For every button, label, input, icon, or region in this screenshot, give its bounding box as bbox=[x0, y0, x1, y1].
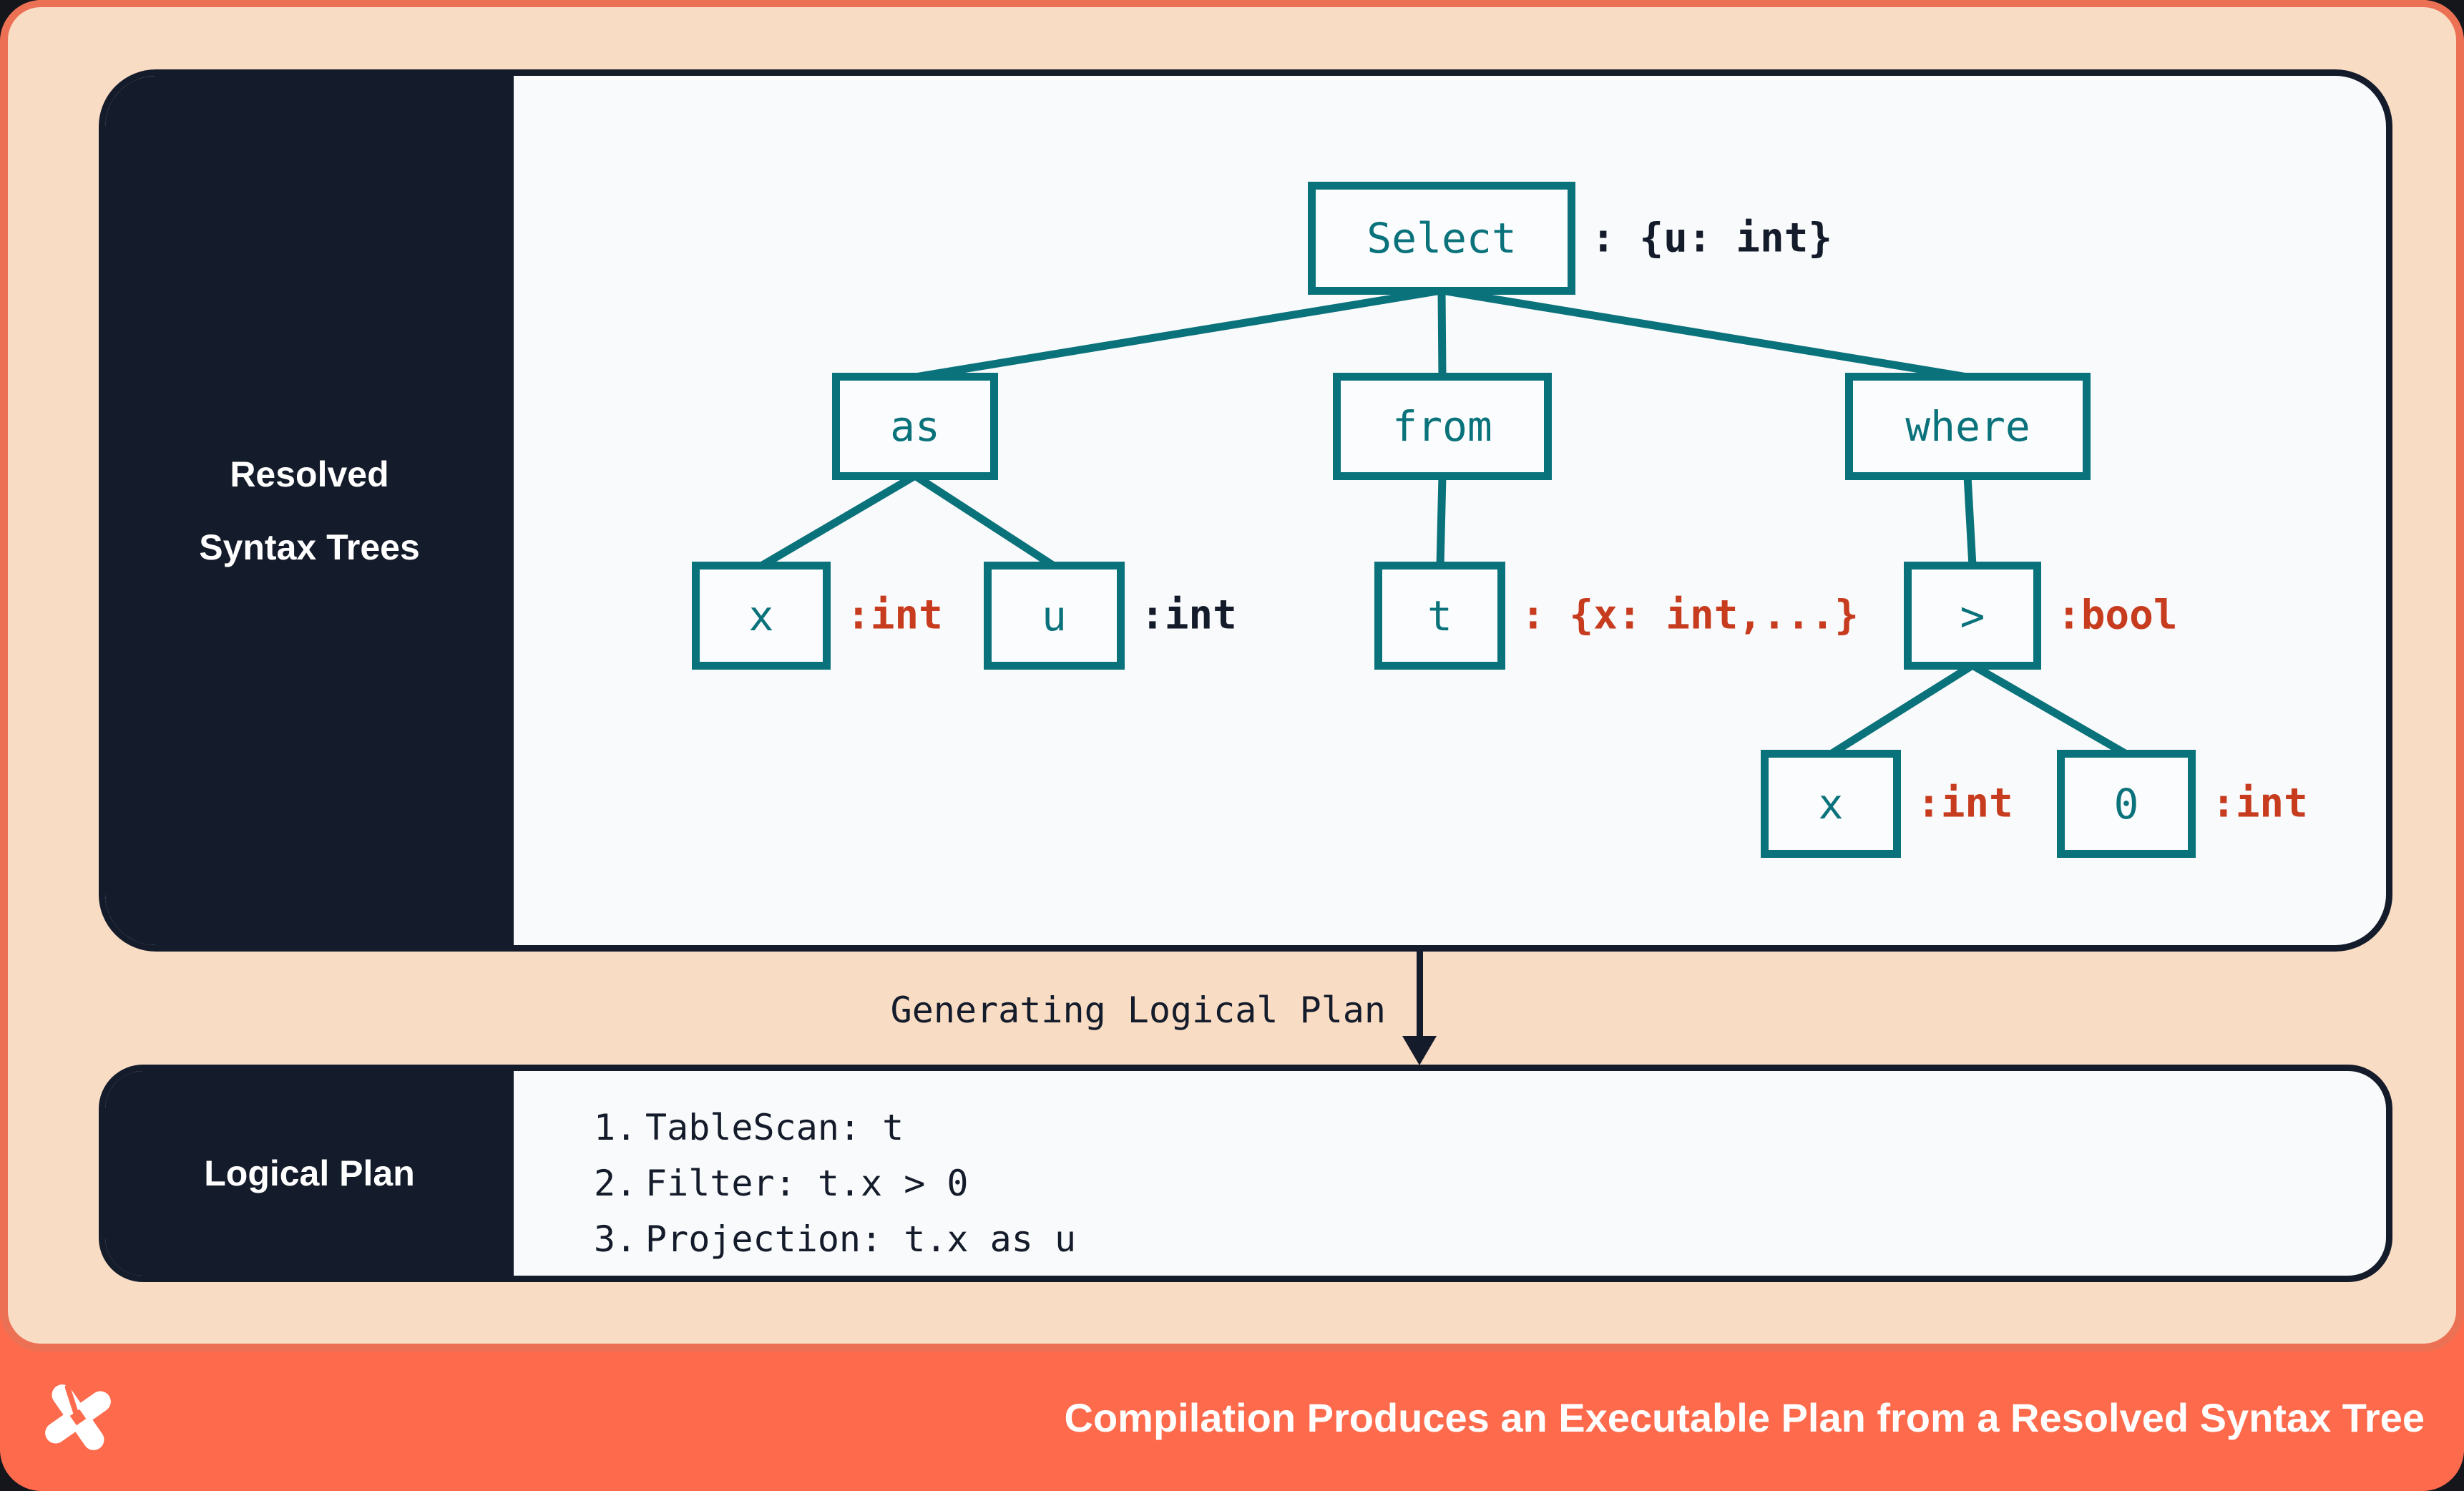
type-annotation-x: :int bbox=[846, 592, 943, 639]
tree-node-zero: 0 bbox=[2057, 750, 2196, 858]
tree-node-label: where bbox=[1905, 402, 2030, 451]
tree-node-label: from bbox=[1392, 402, 1492, 451]
tree-node-t: t bbox=[1374, 562, 1505, 670]
footer-title: Compilation Produces an Executable Plan … bbox=[1064, 1394, 2425, 1440]
tree-node-label: t bbox=[1427, 591, 1452, 640]
footer-band: Compilation Produces an Executable Plan … bbox=[0, 1344, 2464, 1491]
rst-label-line1: Resolved bbox=[230, 454, 389, 494]
tree-node-label: > bbox=[1960, 591, 1985, 640]
plan-step-text: Projection: t.x as u bbox=[645, 1218, 1077, 1260]
plan-step-number: 2. bbox=[594, 1163, 637, 1204]
down-arrow-line bbox=[1417, 952, 1423, 1037]
rst-sidebar-label: Resolved Syntax Trees bbox=[199, 438, 420, 584]
type-annotation-gt: :bool bbox=[2057, 592, 2178, 639]
logical-plan-steps: 1.TableScan: t 2.Filter: t.x > 0 3.Proje… bbox=[594, 1100, 1076, 1267]
plan-step: 3.Projection: t.x as u bbox=[594, 1211, 1076, 1267]
tree-node-x2: x bbox=[1761, 750, 1901, 858]
tree-node-u: u bbox=[984, 562, 1125, 670]
tree-node-label: x bbox=[1818, 779, 1844, 828]
type-annotation-x2: :int bbox=[1917, 780, 2013, 827]
type-annotation-u: :int bbox=[1140, 592, 1237, 639]
tree-node-label: x bbox=[748, 591, 774, 640]
plan-step-text: Filter: t.x > 0 bbox=[645, 1163, 969, 1204]
type-annotation-select: : {u: int} bbox=[1591, 215, 1833, 262]
tree-node-as: as bbox=[832, 373, 998, 480]
plan-step-text: TableScan: t bbox=[645, 1107, 904, 1148]
plan-step: 1.TableScan: t bbox=[594, 1100, 1076, 1155]
tree-node-x: x bbox=[692, 562, 831, 670]
rst-sidebar: Resolved Syntax Trees bbox=[105, 76, 514, 945]
resolved-syntax-trees-panel: Resolved Syntax Trees bbox=[99, 69, 2392, 952]
rst-label-line2: Syntax Trees bbox=[199, 527, 420, 567]
transition-label: Generating Logical Plan bbox=[890, 989, 1386, 1031]
dolt-pinwheel-logo-icon bbox=[45, 1384, 111, 1450]
plan-step-number: 1. bbox=[594, 1107, 637, 1148]
logical-plan-panel: Logical Plan bbox=[99, 1065, 2392, 1282]
tree-node-gt: > bbox=[1904, 562, 2041, 670]
type-annotation-zero: :int bbox=[2211, 780, 2308, 827]
type-annotation-t: : {x: int,...} bbox=[1521, 592, 1859, 639]
tree-node-from: from bbox=[1333, 373, 1552, 480]
tree-node-label: 0 bbox=[2113, 779, 2139, 828]
plan-step: 2.Filter: t.x > 0 bbox=[594, 1155, 1076, 1211]
tree-node-where: where bbox=[1845, 373, 2091, 480]
down-arrow-head-icon bbox=[1402, 1036, 1437, 1065]
lp-sidebar-label: Logical Plan bbox=[204, 1153, 415, 1193]
lp-sidebar: Logical Plan bbox=[105, 1071, 514, 1276]
tree-node-select: Select bbox=[1308, 182, 1575, 295]
tree-node-label: Select bbox=[1367, 214, 1517, 263]
plan-step-number: 3. bbox=[594, 1218, 637, 1260]
tree-node-label: u bbox=[1042, 591, 1067, 640]
tree-node-label: as bbox=[890, 402, 940, 451]
